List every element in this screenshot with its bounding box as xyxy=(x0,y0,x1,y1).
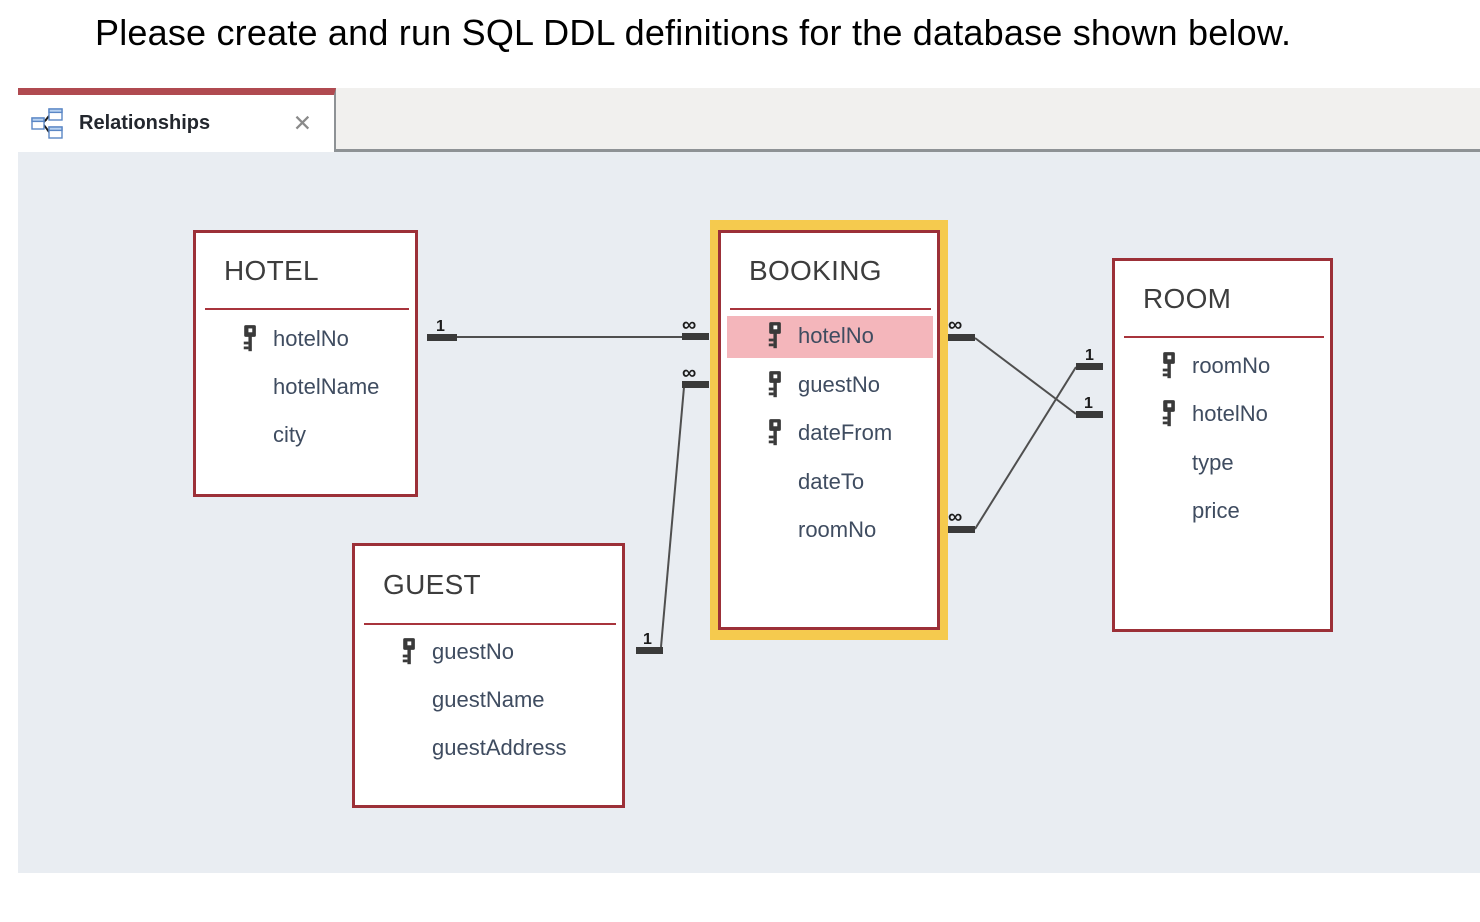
primary-key-icon xyxy=(766,370,783,398)
table-booking[interactable]: BOOKING hotelNo guestNo xyxy=(718,230,940,630)
table-guest[interactable]: GUEST guestNo guestName guestAddress xyxy=(352,543,625,808)
field-name: dateFrom xyxy=(798,420,893,446)
field-name: guestNo xyxy=(798,371,880,397)
table-title-room: ROOM xyxy=(1124,261,1324,338)
field-list: hotelNo hotelName city xyxy=(196,310,415,459)
field-row-city[interactable]: city xyxy=(196,411,415,459)
field-row-guestno[interactable]: guestNo xyxy=(721,361,937,410)
field-row-datefrom[interactable]: dateFrom xyxy=(721,409,937,458)
field-row-type[interactable]: type xyxy=(1115,439,1330,487)
tab-label: Relationships xyxy=(79,112,211,134)
close-icon[interactable]: ✕ xyxy=(292,110,312,136)
primary-key-icon xyxy=(400,637,417,665)
primary-key-icon xyxy=(1160,400,1177,428)
table-title-booking: BOOKING xyxy=(730,233,931,310)
field-row-guestaddress[interactable]: guestAddress xyxy=(355,724,622,772)
table-title-guest: GUEST xyxy=(364,546,616,625)
selection-outline-booking: BOOKING hotelNo guestNo xyxy=(710,220,948,640)
field-name: guestNo xyxy=(432,639,514,664)
field-name: hotelNo xyxy=(273,326,349,351)
table-room[interactable]: ROOM roomNo hotelNo type price xyxy=(1112,258,1333,632)
field-name: price xyxy=(1192,498,1240,524)
table-title-hotel: HOTEL xyxy=(205,233,409,310)
primary-key-icon xyxy=(766,419,783,447)
primary-key-icon xyxy=(1160,352,1177,380)
field-name: hotelNo xyxy=(798,323,874,349)
field-row-hotelname[interactable]: hotelName xyxy=(196,363,415,411)
field-row-guestname[interactable]: guestName xyxy=(355,676,622,724)
field-row-hotelno[interactable]: hotelNo xyxy=(1115,390,1330,438)
primary-key-icon xyxy=(241,324,258,352)
field-row-price[interactable]: price xyxy=(1115,487,1330,535)
field-row-guestno[interactable]: guestNo xyxy=(355,628,622,676)
field-name: city xyxy=(273,422,306,447)
field-row-hotelno-highlighted[interactable]: hotelNo xyxy=(721,312,937,361)
field-list: hotelNo guestNo dateFrom dateTo xyxy=(721,310,937,555)
field-name: type xyxy=(1192,449,1234,475)
field-list: guestNo guestName guestAddress xyxy=(355,625,622,772)
field-row-roomno[interactable]: roomNo xyxy=(1115,342,1330,390)
field-highlight xyxy=(727,316,933,358)
primary-key-icon xyxy=(766,322,783,350)
field-name: hotelNo xyxy=(1192,401,1268,427)
field-name: dateTo xyxy=(798,468,865,494)
tab-bar: Relationships ✕ xyxy=(18,88,1480,152)
field-row-hotelno[interactable]: hotelNo xyxy=(196,315,415,363)
field-list: roomNo hotelNo type price xyxy=(1115,338,1330,535)
field-name: guestAddress xyxy=(432,735,567,760)
field-name: guestName xyxy=(432,687,545,712)
field-row-dateto[interactable]: dateTo xyxy=(721,458,937,507)
tab-bar-filler xyxy=(336,88,1480,152)
tab-relationships[interactable]: Relationships ✕ xyxy=(18,88,336,152)
table-hotel[interactable]: HOTEL hotelNo hotelName city xyxy=(193,230,418,497)
field-name: roomNo xyxy=(1192,353,1271,379)
relationships-icon xyxy=(31,107,63,140)
field-name: roomNo xyxy=(798,517,877,543)
instruction-text: Please create and run SQL DDL definition… xyxy=(95,12,1292,53)
field-name: hotelName xyxy=(273,374,380,399)
field-row-roomno[interactable]: roomNo xyxy=(721,506,937,555)
